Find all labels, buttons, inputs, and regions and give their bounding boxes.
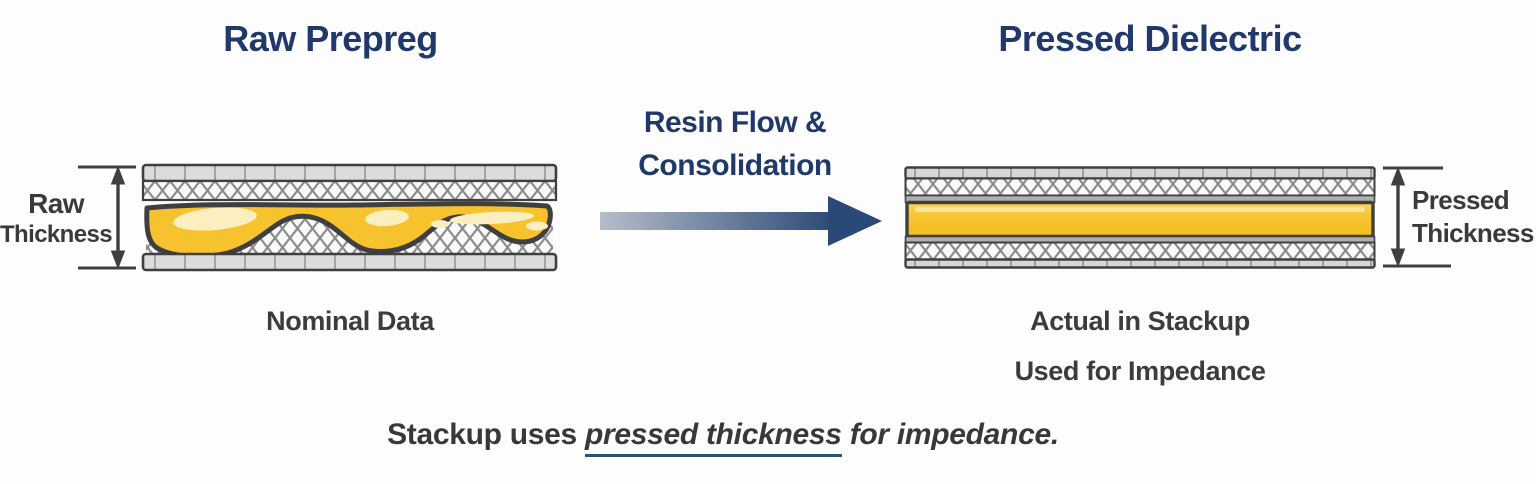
actual-in-stackup-caption: Actual in Stackup [1030, 306, 1250, 336]
flow-arrow-head [828, 196, 882, 246]
left-panel-title: Raw Prepreg [223, 18, 438, 59]
flow-arrow-icon [600, 196, 882, 246]
footer-emphasis: pressed thickness [584, 418, 842, 457]
prepreg-bottom-release-layer [141, 252, 558, 272]
nominal-data-caption: Nominal Data [266, 306, 434, 336]
footer-prefix: Stackup uses [387, 418, 585, 451]
pressed-thickness-label: Pressed Thickness [1412, 184, 1536, 249]
pressed-top-outer-layer [904, 166, 1376, 180]
pressed-top-glass-weave [904, 177, 1376, 197]
footer-note: Stackup uses pressed thickness for imped… [223, 418, 1223, 457]
process-label: Resin Flow & Consolidation [585, 102, 885, 187]
process-label-line2: Consolidation [638, 148, 832, 182]
pressed-bottom-glass-weave [904, 241, 1376, 261]
footer-suffix: for impedance. [841, 418, 1060, 451]
flow-arrow-shaft [600, 212, 830, 230]
prepreg-top-glass-weave [141, 179, 558, 202]
pressed-thickness-label-line1: Pressed [1412, 185, 1510, 215]
raw-thickness-label: Raw Thickness [0, 187, 113, 249]
raw-thickness-arrow-icon [78, 165, 136, 270]
used-for-impedance-caption: Used for Impedance [1014, 356, 1266, 386]
pressed-dielectric-illustration [904, 166, 1376, 269]
pressed-bottom-outer-layer [904, 258, 1376, 269]
raw-thickness-label-line2: Thickness [0, 220, 113, 248]
pressed-resin-highlight [915, 207, 1365, 212]
right-panel-title: Pressed Dielectric [998, 18, 1302, 59]
prepreg-top-release-layer [141, 163, 558, 183]
pressed-thickness-label-line2: Thickness [1412, 217, 1534, 248]
raw-thickness-label-line1: Raw [28, 188, 84, 219]
pressed-thickness-arrow-icon [1383, 166, 1451, 268]
resin-highlights [173, 207, 548, 231]
process-label-line1: Resin Flow & [643, 106, 827, 139]
raw-prepreg-illustration [141, 163, 558, 272]
